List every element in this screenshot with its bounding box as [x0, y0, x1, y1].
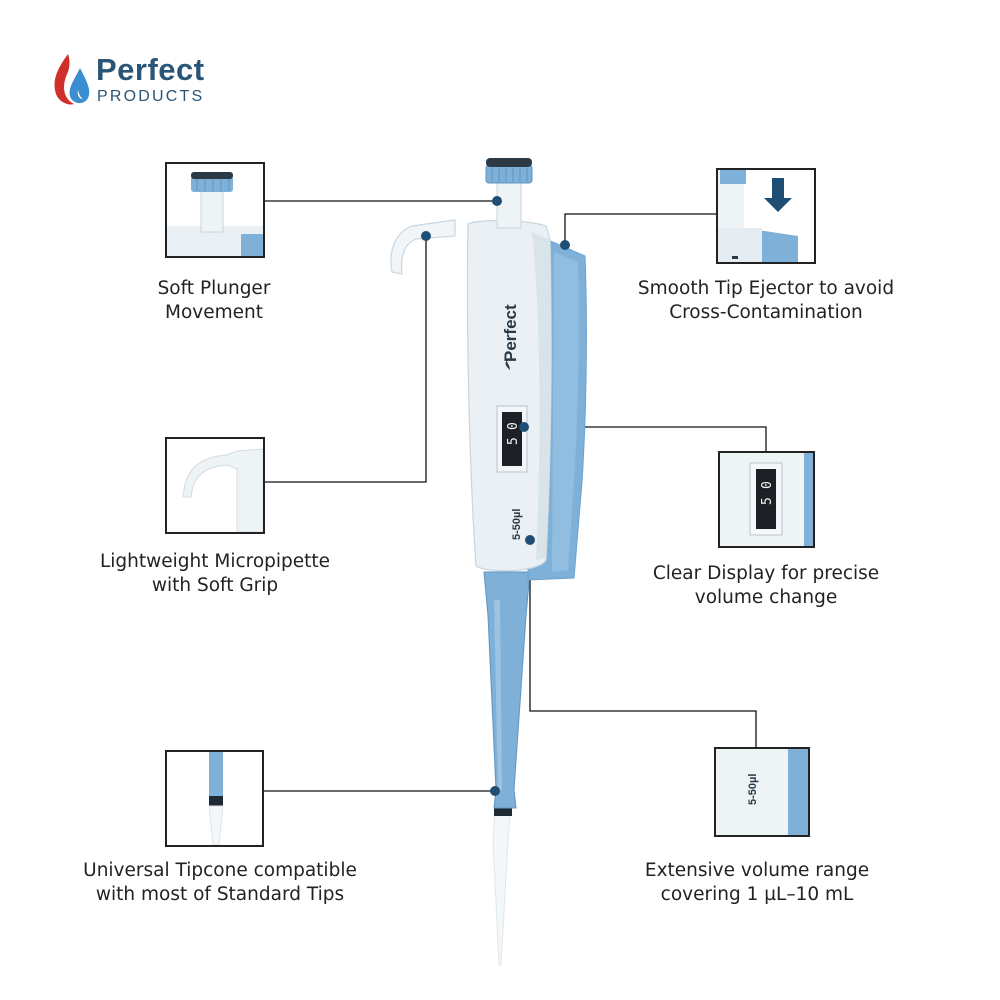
display-digit-1: 5 [506, 437, 521, 445]
pipette-body [466, 219, 552, 572]
brand-name: Perfect [96, 52, 205, 87]
callout-lines [264, 200, 767, 792]
caption-tipcone-line1: Universal Tipcone compatible [83, 860, 357, 881]
caption-tipcone: Universal Tipcone compatible with most o… [70, 859, 370, 907]
caption-grip: Lightweight Micropipette with Soft Grip [84, 550, 346, 598]
callout-dots [421, 196, 570, 796]
caption-range-line1: Extensive volume range [644, 860, 870, 881]
callout-line-grip [264, 236, 427, 483]
disposable-tip [492, 811, 511, 966]
plunger-cap [486, 158, 532, 167]
caption-display: Clear Display for precise volume change [628, 562, 904, 610]
caption-range: Extensive volume range covering 1 µL–10 … [626, 859, 888, 907]
thumb-display: 5 0 [718, 451, 815, 548]
callout-line-ejector [564, 213, 716, 245]
callout-line-range [529, 540, 757, 748]
caption-grip-line2: with Soft Grip [151, 575, 279, 596]
display-digit-2: 0 [506, 422, 521, 430]
body-logo-icon [505, 360, 510, 370]
flame-drop-icon [54, 54, 90, 105]
body-brand-text: Perfect [501, 304, 520, 362]
dot-ejector [560, 240, 570, 250]
dot-display [519, 422, 529, 432]
caption-ejector-line2: Cross-Contamination [669, 302, 863, 323]
caption-display-line1: Clear Display for precise [652, 563, 880, 584]
caption-grip-line1: Lightweight Micropipette [99, 551, 331, 572]
thumb-plunger [165, 162, 265, 258]
dot-range [525, 535, 535, 545]
caption-ejector-line1: Smooth Tip Ejector to avoid [637, 278, 895, 299]
brand-tagline: PRODUCTS [97, 88, 205, 105]
thumb-display-digit-2: 0 [760, 481, 775, 489]
thumb-ejector [716, 168, 816, 264]
caption-plunger: Soft Plunger Movement [112, 277, 316, 325]
callout-line-display [524, 426, 767, 452]
dot-plunger [492, 196, 502, 206]
dot-tipcone [490, 786, 500, 796]
dot-grip [421, 231, 431, 241]
volume-range-label: 5-50µl [511, 509, 523, 540]
caption-plunger-line1: Soft Plunger [157, 278, 271, 299]
thumb-display-digit-1: 5 [760, 497, 775, 505]
arrow-down-icon [764, 178, 792, 212]
thumb-range: 5-50µl [714, 747, 810, 837]
finger-hook [390, 219, 456, 275]
thumb-tipcone [165, 750, 264, 847]
volume-display-counter [502, 412, 522, 466]
tip-collar [494, 806, 512, 816]
caption-plunger-line2: Movement [165, 302, 263, 323]
caption-display-line2: volume change [694, 587, 838, 608]
thumb-grip [165, 437, 265, 534]
thumb-volume-label: 5-50µl [747, 774, 759, 805]
plunger-knob [485, 164, 533, 184]
caption-ejector: Smooth Tip Ejector to avoid Cross-Contam… [620, 277, 912, 325]
brand-logo: Perfect PRODUCTS [50, 50, 270, 110]
caption-tipcone-line2: with most of Standard Tips [95, 884, 345, 905]
caption-range-line2: covering 1 µL–10 mL [660, 884, 854, 905]
tipcone-shaft [483, 571, 531, 809]
